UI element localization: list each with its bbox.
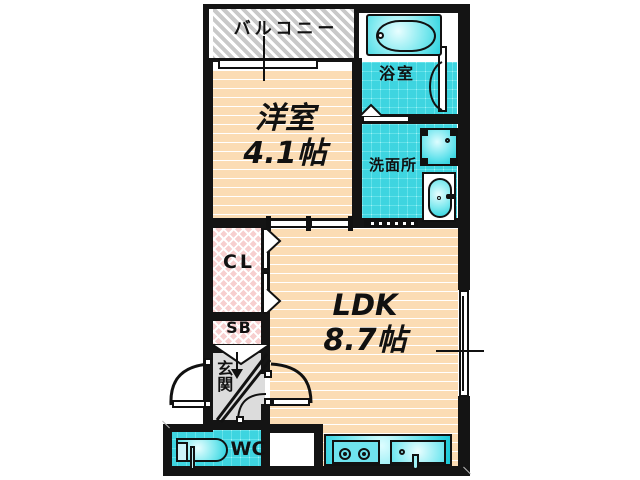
door-bath-swing-icon: [359, 103, 383, 117]
closet-door-lower-swing-icon: [266, 288, 282, 314]
burner-left-icon: [339, 448, 351, 460]
wall-left-yoshitsu: [203, 62, 213, 222]
window-center-mark-horizontal: [246, 58, 282, 60]
bathtub-drain-icon: [377, 32, 384, 39]
door-jamb-mid: [306, 216, 311, 231]
room-yoshitsu-floor: [212, 70, 357, 220]
door-jamb-left: [266, 216, 271, 231]
kitchen-sink-drain-icon: [399, 449, 405, 455]
wall-bath-washroom: [352, 114, 470, 124]
genkan-ldk-door-arc-icon: [270, 362, 313, 404]
label-washroom: 洗面所: [368, 156, 417, 174]
toilet-base: [190, 446, 195, 470]
room-genkan-floor: [211, 352, 265, 424]
wall-cl-sb-split: [212, 312, 270, 321]
pan-drain-icon: [445, 138, 450, 143]
room-ldk-floor: [270, 228, 458, 424]
entrance-hinge-bottom: [204, 400, 212, 408]
wall-top-right: [356, 4, 470, 13]
window-balcony-sliding[interactable]: [218, 59, 318, 69]
kitchen-faucet-icon: [412, 454, 419, 470]
shoebox-arrow-head-icon: [231, 369, 243, 379]
room-shoebox-floor: [212, 320, 265, 348]
label-balcony: バルコニー: [233, 19, 339, 39]
shoebox-arrow-shaft: [236, 352, 238, 374]
genkan-ldk-hinge-top: [264, 370, 272, 378]
wall-genkan-right-upper: [261, 352, 270, 374]
wall-sb-right: [261, 318, 270, 354]
window-ldk-cross-mark: [436, 350, 484, 352]
entrance-door-arc-icon: [169, 362, 211, 406]
vanity-faucet-icon: [446, 194, 456, 199]
wall-genkan-bottom: [203, 420, 270, 430]
bathtub: [366, 14, 442, 56]
wall-kitchen-left: [314, 424, 323, 472]
wall-left-closet: [203, 218, 213, 354]
genkan-ldk-door-leaf[interactable]: [272, 398, 310, 406]
label-closet: CL: [222, 251, 256, 273]
room-balcony-floor: [213, 8, 357, 61]
sliding-door-yoshitsu-left[interactable]: [268, 219, 310, 228]
pan-corner-bl: [421, 158, 428, 165]
label-yoshitsu-name: 洋室: [255, 101, 315, 136]
wc-door-hinge: [236, 416, 244, 424]
burner-right-icon: [358, 448, 370, 460]
label-shoebox: SB: [226, 318, 252, 337]
wall-yoshitsu-washroom: [352, 58, 362, 228]
bath-door-arc-icon: [429, 61, 443, 111]
label-genkan: 玄関: [213, 360, 233, 396]
sliding-door-yoshitsu-right[interactable]: [310, 219, 352, 228]
pan-corner-br: [450, 158, 457, 165]
vanity-drain-icon: [437, 196, 441, 200]
wall-balcony-right: [354, 4, 359, 64]
room-closet-floor: [212, 228, 265, 315]
washing-machine-pan: [420, 128, 458, 166]
wall-wc-ldk-top: [261, 424, 323, 433]
door-washroom-ldk-dashes: [366, 222, 416, 225]
label-wc: WC: [230, 438, 266, 460]
label-yoshitsu-area: 4.1帖: [243, 136, 327, 171]
toilet-tank: [176, 442, 188, 462]
wall-right-upper: [458, 4, 470, 290]
entrance-hinge-top: [204, 358, 212, 366]
label-ldk-name: LDK: [332, 288, 398, 322]
pan-corner-tl: [421, 129, 428, 136]
wall-left-balcony: [203, 4, 209, 64]
wall-wc-top: [163, 424, 213, 432]
door-jamb-right: [348, 216, 353, 231]
closet-door-upper-swing-icon: [266, 228, 282, 254]
window-ldk-right[interactable]: [459, 290, 469, 397]
wall-left-genkan: [203, 352, 213, 428]
wall-right-lower: [458, 396, 470, 476]
toilet: [176, 438, 228, 470]
vanity-sink: [422, 172, 456, 222]
label-bath: 浴室: [378, 64, 415, 83]
label-ldk-area: 8.7帖: [323, 323, 407, 358]
pan-corner-tr: [450, 129, 457, 136]
wall-genkan-right-lower: [261, 404, 270, 426]
label-genkan-text: 玄関: [214, 360, 234, 392]
genkan-ldk-hinge-bottom: [264, 398, 272, 406]
shoebox-door-icon[interactable]: [211, 344, 271, 366]
wall-left-wc: [163, 424, 172, 472]
bath-door-leaf[interactable]: [438, 46, 447, 112]
bathtub-inner-outline: [376, 20, 436, 52]
wall-balcony-top: [203, 4, 359, 9]
window-ldk-right-mullion: [462, 296, 464, 391]
wall-wc-right: [261, 424, 270, 472]
genkan-step-diagonal: [215, 353, 271, 423]
gas-stove: [332, 440, 380, 464]
door-bath[interactable]: [362, 115, 410, 123]
kitchen-counter: [324, 434, 452, 470]
